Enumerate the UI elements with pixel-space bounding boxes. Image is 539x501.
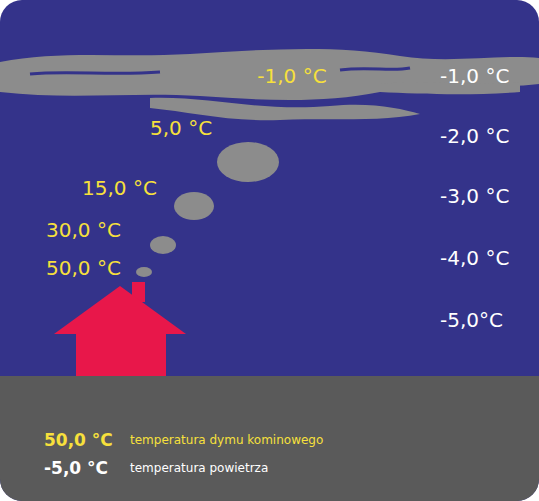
air-temperature: -3,0 °C	[440, 185, 509, 207]
smoke-temperature: 50,0 °C	[46, 257, 121, 279]
air-temperature: -4,0 °C	[440, 247, 509, 269]
air-temperature: -1,0 °C	[440, 65, 509, 87]
cloud-streak	[30, 72, 160, 74]
legend-sample: -5,0 °C	[44, 459, 108, 478]
legend-sample: 50,0 °C	[44, 431, 113, 450]
smoke-puff	[217, 142, 279, 182]
smoke-temperature: -1,0 °C	[257, 65, 326, 87]
smoke-puff	[136, 267, 152, 277]
legend-text: temperatura dymu kominowego	[130, 434, 323, 447]
smoke-temperature: 5,0 °C	[150, 117, 212, 139]
house	[54, 286, 186, 376]
smoke-puff	[174, 192, 214, 220]
smoke-puff	[150, 236, 176, 254]
ground	[0, 376, 539, 501]
cloud-band	[0, 49, 539, 100]
legend-text: temperatura powietrza	[130, 462, 268, 475]
cloud-streak	[340, 68, 410, 70]
air-temperature: -5,0°C	[440, 309, 503, 331]
smoke-temperature: 15,0 °C	[82, 177, 157, 199]
air-temperature: -2,0 °C	[440, 125, 509, 147]
smoke-temperature: 30,0 °C	[46, 219, 121, 241]
